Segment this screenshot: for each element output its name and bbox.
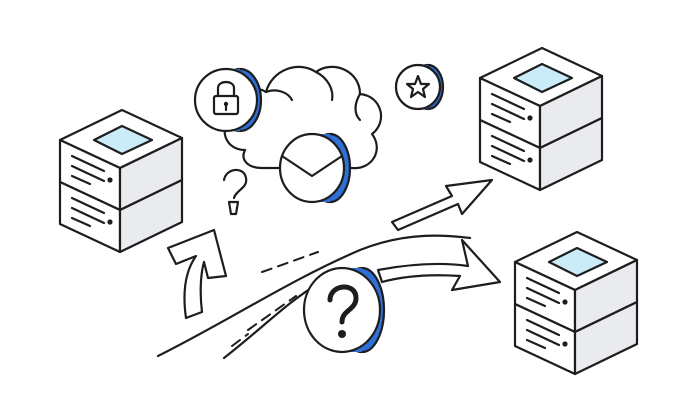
star-icon [394,63,445,111]
question-mark-icon [222,168,248,216]
server-stack-icon [513,230,639,376]
message-disc-icon [278,132,352,204]
question-mark-icon [302,266,386,354]
arrow-icon [166,228,228,320]
arrow-icon [376,238,502,292]
padlock-icon [193,67,263,133]
server-stack-icon [478,46,604,192]
arrow-icon [390,178,494,232]
server-stack-icon [58,108,184,254]
